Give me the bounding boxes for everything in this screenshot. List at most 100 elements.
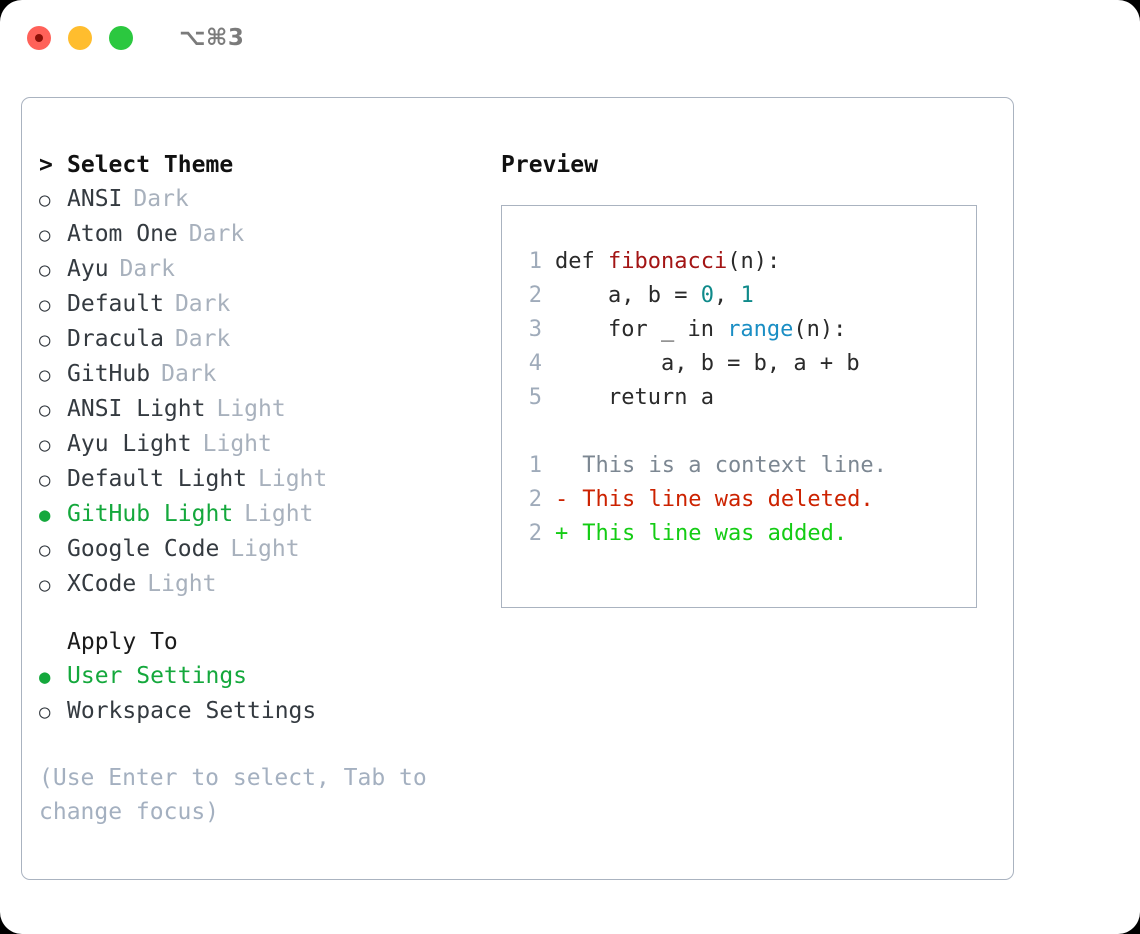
diff-line-number: 2 bbox=[528, 487, 542, 512]
apply-to-option-user-settings[interactable]: ● User Settings bbox=[39, 659, 489, 694]
radio-unselected-icon: ○ bbox=[39, 294, 51, 316]
theme-option-name: GitHub bbox=[67, 361, 151, 387]
radio-unselected-icon: ○ bbox=[39, 189, 51, 211]
code-line-number: 1 bbox=[528, 249, 542, 274]
caret-icon: > bbox=[39, 152, 53, 178]
code-line: 5 return a bbox=[516, 381, 976, 415]
radio-unselected-icon: ○ bbox=[39, 329, 51, 351]
code-token-plain: a, b = b, a + b bbox=[555, 351, 860, 376]
diff-line-context: 1 This is a context line. bbox=[516, 449, 976, 483]
apply-to-option-workspace-settings[interactable]: ○ Workspace Settings bbox=[39, 694, 489, 729]
theme-option-ansi-light[interactable]: ○ ANSI Light Light bbox=[39, 392, 489, 427]
radio-unselected-icon: ○ bbox=[39, 701, 51, 723]
diff-sign-del: - bbox=[555, 487, 569, 512]
code-line: 4 a, b = b, a + b bbox=[516, 347, 976, 381]
code-line-text: return a bbox=[555, 381, 714, 415]
theme-option-github[interactable]: ○ GitHub Dark bbox=[39, 357, 489, 392]
apply-to-option-list: ● User Settings ○ Workspace Settings bbox=[39, 659, 489, 729]
diff-sign-add: + bbox=[555, 521, 569, 546]
diff-line-add: 2+ This line was added. bbox=[516, 517, 976, 551]
radio-selected-icon: ● bbox=[39, 666, 51, 688]
radio-unselected-icon: ○ bbox=[39, 259, 51, 281]
radio-unselected-icon: ○ bbox=[39, 469, 51, 491]
code-token-num: 0 bbox=[700, 283, 714, 308]
select-theme-label: Select Theme bbox=[67, 152, 234, 178]
theme-option-name: Ayu Light bbox=[67, 431, 192, 457]
code-line-text: def fibonacci(n): bbox=[555, 245, 780, 279]
radio-unselected-icon: ○ bbox=[39, 434, 51, 456]
diff-line-body: + This line was added. bbox=[555, 517, 847, 551]
minimize-window-button[interactable] bbox=[68, 26, 92, 50]
diff-line-list: 1 This is a context line.2- This line wa… bbox=[516, 449, 976, 551]
diff-line-body: - This line was deleted. bbox=[555, 483, 874, 517]
theme-option-name: Default bbox=[67, 291, 164, 317]
code-token-plain: for _ in bbox=[555, 317, 728, 342]
code-token-plain: return a bbox=[555, 385, 714, 410]
theme-option-kind: Light bbox=[202, 431, 272, 457]
code-line-text: for _ in range(n): bbox=[555, 313, 846, 347]
window-titlebar: ⌥⌘3 bbox=[0, 0, 1140, 76]
code-line: 3 for _ in range(n): bbox=[516, 313, 976, 347]
radio-unselected-icon: ○ bbox=[39, 364, 51, 386]
theme-option-name: Dracula bbox=[67, 326, 164, 352]
theme-option-kind: Light bbox=[244, 501, 314, 527]
radio-unselected-icon: ○ bbox=[39, 539, 51, 561]
diff-line-text: This is a context line. bbox=[569, 453, 887, 478]
code-token-plain: , bbox=[713, 283, 741, 308]
maximize-window-button[interactable] bbox=[109, 26, 133, 50]
diff-sign-context bbox=[555, 449, 569, 483]
code-line-number: 2 bbox=[528, 283, 542, 308]
theme-option-kind: Dark bbox=[174, 291, 231, 317]
radio-unselected-icon: ○ bbox=[39, 224, 51, 246]
theme-option-name: Google Code bbox=[67, 536, 220, 562]
theme-option-name: XCode bbox=[67, 571, 137, 597]
theme-option-kind: Light bbox=[230, 536, 300, 562]
diff-line-text: This line was deleted. bbox=[569, 487, 874, 512]
diff-line-del: 2- This line was deleted. bbox=[516, 483, 976, 517]
code-token-plain: a, b = bbox=[555, 283, 701, 308]
close-window-button[interactable] bbox=[27, 26, 51, 50]
theme-option-default[interactable]: ○ Default Dark bbox=[39, 287, 489, 322]
select-theme-heading: > Select Theme bbox=[39, 148, 489, 182]
diff-line-number: 1 bbox=[528, 453, 542, 478]
radio-unselected-icon: ○ bbox=[39, 399, 51, 421]
code-line-number: 3 bbox=[528, 317, 542, 342]
theme-option-kind: Dark bbox=[119, 256, 175, 282]
code-token-fn: fibonacci bbox=[607, 249, 728, 274]
code-line-text: a, b = b, a + b bbox=[555, 347, 860, 381]
theme-option-name: GitHub Light bbox=[67, 501, 234, 527]
code-token-plain: def bbox=[555, 249, 608, 274]
theme-option-kind: Light bbox=[258, 466, 328, 492]
theme-option-name: ANSI Light bbox=[67, 396, 206, 422]
code-line: 1 def fibonacci(n): bbox=[516, 245, 976, 279]
theme-option-name: Atom One bbox=[67, 221, 178, 247]
theme-option-kind: Light bbox=[147, 571, 217, 597]
code-token-kw: range bbox=[727, 317, 794, 342]
theme-option-kind: Dark bbox=[188, 221, 245, 247]
theme-option-atom-one[interactable]: ○ Atom One Dark bbox=[39, 217, 489, 252]
theme-option-ayu-light[interactable]: ○ Ayu Light Light bbox=[39, 427, 489, 462]
code-token-num: 1 bbox=[740, 283, 754, 308]
diff-line-body: This is a context line. bbox=[555, 449, 887, 483]
code-token-plain: (n): bbox=[793, 317, 847, 342]
apply-to-option-label: User Settings bbox=[67, 663, 248, 689]
apply-to-option-label: Workspace Settings bbox=[67, 698, 317, 724]
keyboard-shortcut-label: ⌥⌘3 bbox=[179, 25, 245, 51]
theme-option-google-code[interactable]: ○ Google Code Light bbox=[39, 532, 489, 567]
theme-option-kind: Light bbox=[216, 396, 286, 422]
keyboard-hint-text: (Use Enter to select, Tab to change focu… bbox=[39, 765, 427, 825]
code-line: 2 a, b = 0, 1 bbox=[516, 279, 976, 313]
theme-option-kind: Dark bbox=[161, 361, 217, 387]
